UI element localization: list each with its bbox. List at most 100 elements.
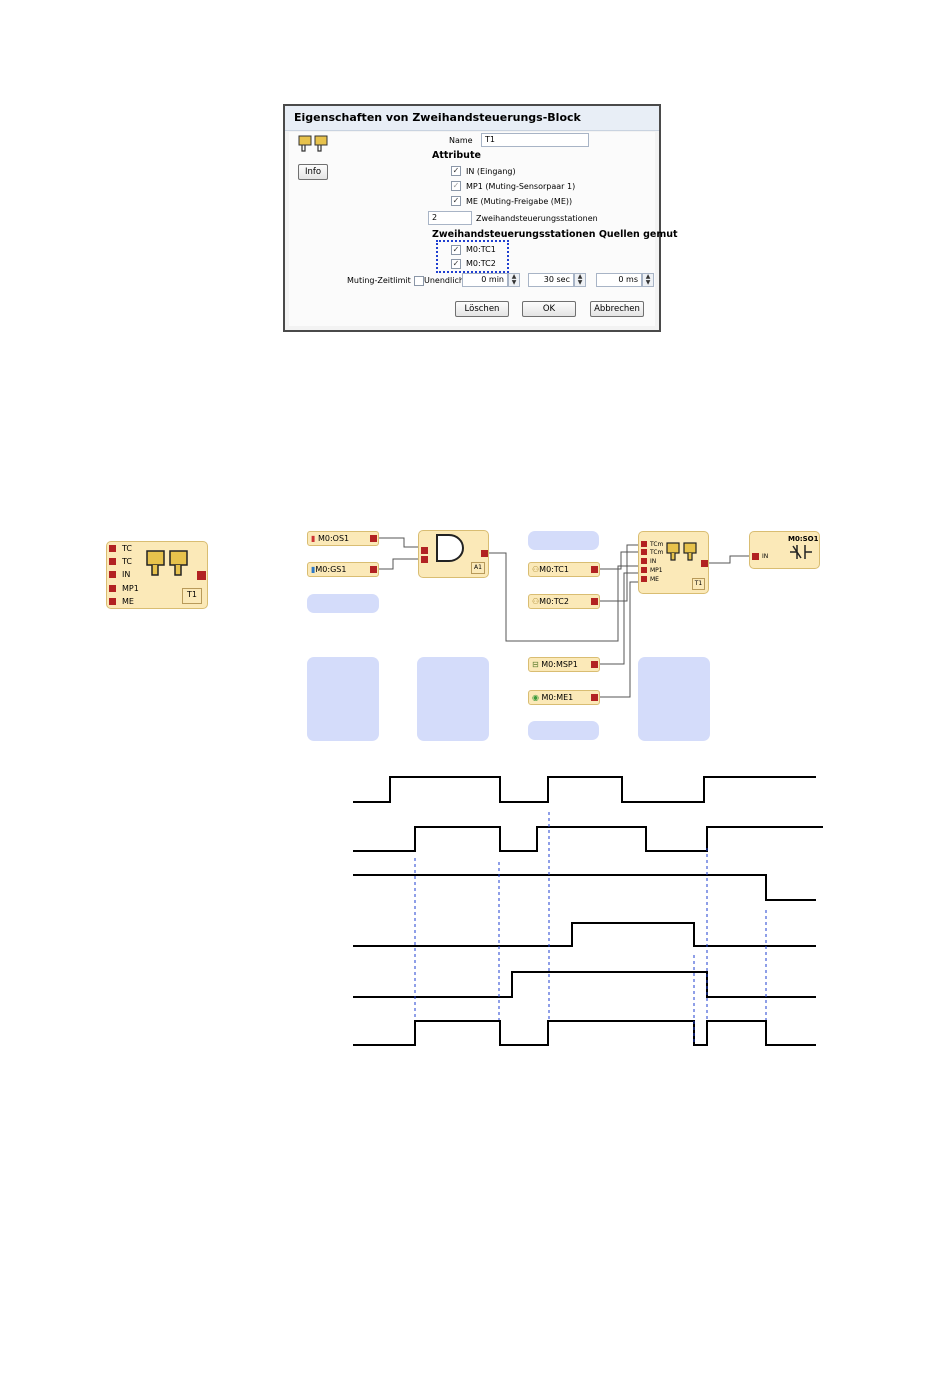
input-label: ME — [650, 576, 659, 583]
gs1-tag: ▮M0:GS1 — [307, 562, 379, 577]
input-pin — [641, 541, 647, 547]
output-pin — [370, 535, 377, 542]
signal-trace-5 — [353, 971, 816, 998]
stations-label: Zweihandsteuerungsstationen — [476, 214, 598, 223]
highlight-box — [436, 240, 509, 273]
signal-trace-6 — [353, 1020, 816, 1046]
placeholder — [638, 657, 710, 741]
input-label: MP1 — [650, 567, 663, 574]
output-pin — [591, 694, 598, 701]
delete-button[interactable]: Löschen — [455, 301, 509, 317]
mp1-checkbox[interactable]: ✓ — [451, 181, 461, 191]
mp1-label: MP1 (Muting-Sensorpaar 1) — [466, 182, 576, 191]
t1-block — [638, 531, 709, 594]
input-label: ME — [122, 597, 134, 606]
msp1-tag: ⊟ M0:MSP1 — [528, 657, 600, 672]
me-checkbox[interactable]: ✓ — [451, 196, 461, 206]
so1-label: M0:SO1 — [788, 535, 819, 543]
placeholder — [528, 721, 599, 740]
seconds-input[interactable]: 30 sec — [528, 273, 574, 287]
so1-input-label: IN — [762, 553, 769, 560]
signal-trace-2 — [353, 826, 823, 852]
unendlich-label: Unendlich — [424, 276, 464, 285]
output-pin — [591, 598, 598, 605]
signal-trace-4 — [353, 922, 816, 947]
ok-button[interactable]: OK — [522, 301, 576, 317]
input-pin — [109, 571, 116, 578]
signal-trace-3 — [353, 874, 816, 901]
properties-dialog: Eigenschaften von Zweihandsteuerungs-Blo… — [283, 104, 661, 332]
me1-label: M0:ME1 — [541, 693, 574, 702]
minutes-spinner[interactable]: ▲▼ — [508, 273, 520, 287]
input-pin — [641, 576, 647, 582]
placeholder — [417, 657, 489, 741]
placeholder — [307, 657, 379, 741]
two-hand-icon — [298, 135, 328, 152]
in-checkbox[interactable]: ✓ — [451, 166, 461, 176]
input-label: TC — [122, 544, 133, 553]
muting-label: Muting-Zeitlimit — [347, 276, 411, 285]
os1-tag: ▮ M0:OS1 — [307, 531, 379, 546]
in-label: IN (Eingang) — [466, 167, 516, 176]
name-label: Name — [449, 136, 473, 145]
gs1-label: M0:GS1 — [315, 565, 347, 574]
tc1-label: M0:TC1 — [466, 245, 496, 254]
input-pin — [641, 558, 647, 564]
output-pin — [370, 566, 377, 573]
two-hand-icon — [146, 550, 188, 576]
input-pin — [109, 585, 116, 592]
input-pin — [641, 549, 647, 555]
and-gate-icon — [436, 534, 464, 562]
so1-block — [749, 531, 820, 569]
and-name: A1 — [471, 562, 485, 574]
input-pin — [109, 558, 116, 565]
output-pin — [481, 550, 488, 557]
two-hand-icon — [666, 542, 697, 561]
tc2-label: M0:TC2 — [539, 597, 569, 606]
input-label: TCm — [650, 549, 664, 556]
milliseconds-input[interactable]: 0 ms — [596, 273, 642, 287]
attribute-heading: Attribute — [432, 150, 481, 161]
os1-label: M0:OS1 — [317, 534, 350, 543]
input-pin — [109, 598, 116, 605]
output-pin — [701, 560, 708, 567]
sources-heading: Zweihandsteuerungsstationen Quellen gemu… — [432, 229, 678, 240]
placeholder — [528, 531, 599, 550]
input-pin — [109, 545, 116, 552]
input-label: TCm — [650, 541, 664, 548]
milliseconds-spinner[interactable]: ▲▼ — [642, 273, 654, 287]
info-button[interactable]: Info — [298, 164, 328, 180]
input-label: IN — [122, 570, 131, 579]
diagram-wires — [376, 537, 752, 698]
tc1-label: M0:TC1 — [539, 565, 569, 574]
tc1-checkbox[interactable]: ✓ — [451, 245, 461, 255]
stations-select[interactable]: 2 — [428, 211, 472, 225]
block-name: T1 — [182, 588, 202, 604]
output-pin — [591, 566, 598, 573]
name-input[interactable]: T1 — [481, 133, 589, 147]
input-label: TC — [122, 557, 133, 566]
input-label: MP1 — [122, 584, 139, 593]
tc2-tag: ⚇M0:TC2 — [528, 594, 600, 609]
t1-name: T1 — [692, 578, 705, 590]
input-pin — [641, 567, 647, 573]
seconds-spinner[interactable]: ▲▼ — [574, 273, 586, 287]
msp1-label: M0:MSP1 — [541, 660, 578, 669]
minutes-input[interactable]: 0 min — [462, 273, 508, 287]
input-pin — [421, 547, 428, 554]
input-label: IN — [650, 558, 657, 565]
signal-trace-1 — [353, 776, 816, 803]
placeholder — [307, 594, 379, 613]
me1-tag: ◉ M0:ME1 — [528, 690, 600, 705]
cancel-button[interactable]: Abbrechen — [590, 301, 644, 317]
tc1-tag: ⚇M0:TC1 — [528, 562, 600, 577]
relay-output-icon — [790, 545, 812, 559]
me-label: ME (Muting-Freigabe (ME)) — [466, 197, 573, 206]
tc2-checkbox[interactable]: ✓ — [451, 259, 461, 269]
unendlich-checkbox[interactable] — [414, 276, 424, 286]
input-pin — [421, 556, 428, 563]
dialog-body — [289, 132, 655, 326]
tc2-label: M0:TC2 — [466, 259, 496, 268]
output-pin — [197, 571, 206, 580]
